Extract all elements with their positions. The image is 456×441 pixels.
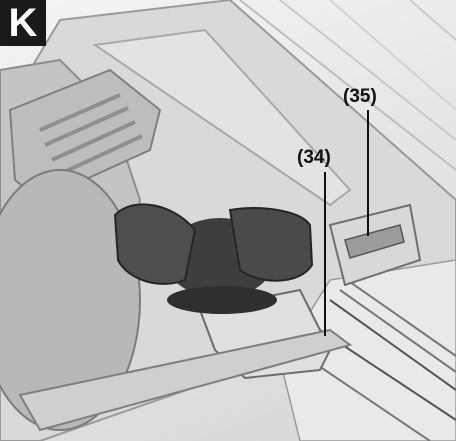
handle-block [8, 68, 162, 202]
slot-bracket [328, 203, 422, 287]
guide-rails [239, 0, 456, 171]
blade-guard [0, 169, 141, 431]
callout-label: (35) [343, 86, 377, 107]
wing-knob [113, 203, 314, 314]
callout-label: (34) [297, 147, 331, 168]
plate-frame [92, 28, 352, 207]
section-badge: K [0, 0, 46, 46]
front-bar [18, 328, 353, 432]
